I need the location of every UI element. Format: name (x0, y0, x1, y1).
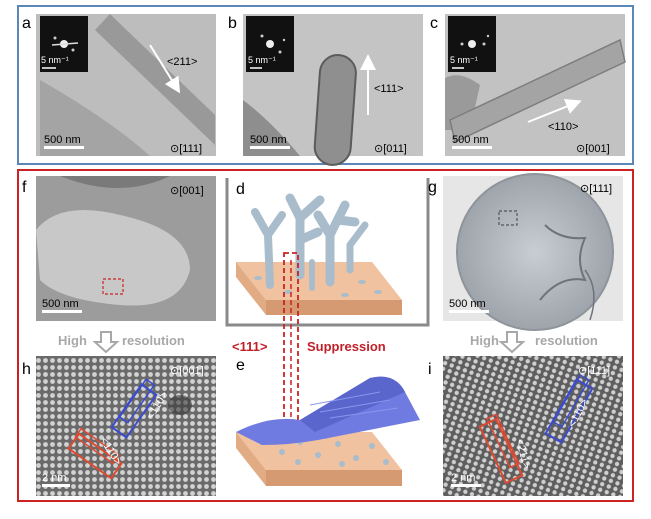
panel-g: 500 nm ⊙[111] (443, 173, 623, 331)
panel-a-direction: <211> (167, 56, 197, 68)
panel-b-direction: <111> (374, 83, 404, 95)
panel-b-scale: 500 nm (250, 134, 287, 146)
panel-h-image (36, 356, 216, 496)
panel-h-letter: h (22, 361, 31, 378)
bottom-frame (17, 169, 634, 502)
panel-g-letter: g (428, 179, 437, 196)
panel-f-letter: f (22, 179, 27, 196)
panel-i-letter: i (428, 361, 432, 378)
panel-b-letter: b (228, 15, 237, 32)
down-arrow-left-icon (92, 331, 120, 354)
panel-c-zone: ⊙[001] (576, 143, 610, 155)
suppression-label: Suppression (307, 339, 386, 354)
resolution-label-right: resolution (535, 333, 598, 348)
panel-c-inset-scale: 5 nm⁻¹ (450, 55, 478, 65)
panel-b-zone: ⊙[011] (374, 143, 407, 155)
panel-c-letter: c (430, 15, 438, 32)
panel-e-diagram (236, 376, 420, 486)
panel-f-zone: ⊙[001] (170, 185, 204, 197)
panel-a-zone: ⊙[111] (170, 143, 202, 155)
panel-i: <211> <110> 2 nm ⊙[111] (443, 356, 623, 496)
panel-b: 5 nm⁻¹ <111> 500 nm ⊙[011] (243, 14, 423, 166)
panel-c-direction: <110> (548, 121, 578, 133)
resolution-label-left: resolution (122, 333, 185, 348)
panel-g-scale: 500 nm (449, 298, 486, 310)
panel-h-zone: ⊙[001] (170, 365, 204, 377)
panel-d-frame (225, 178, 430, 327)
panel-a: 5 nm⁻¹ <211> 500 nm ⊙[111] (36, 14, 216, 156)
panel-g-zone: ⊙[111] (580, 183, 612, 195)
panel-c: 5 nm⁻¹ <110> 500 nm ⊙[001] (445, 14, 626, 156)
panel-i-image (443, 356, 623, 496)
panel-i-zone: ⊙[111] (578, 365, 610, 377)
panel-a-scale: 500 nm (44, 134, 81, 146)
panel-f: 500 nm ⊙[001] (36, 176, 216, 321)
panel-a-letter: a (22, 15, 31, 32)
panel-h: <110> <110> 2 nm ⊙[001] (36, 356, 216, 496)
panel-f-scale: 500 nm (42, 298, 79, 310)
down-arrow-right-icon (498, 331, 526, 354)
panel-b-inset-scale: 5 nm⁻¹ (248, 55, 276, 65)
panel-d-letter: d (236, 181, 245, 198)
panel-c-scale: 500 nm (452, 134, 489, 146)
panel-i-scale: 2 nm (451, 472, 475, 484)
direction-111-label: <111> (232, 339, 268, 354)
high-label-left: High (58, 333, 87, 348)
panel-e-letter: e (236, 357, 245, 374)
high-label-right: High (470, 333, 499, 348)
panel-h-scale: 2 nm (42, 472, 66, 484)
panel-a-inset-scale: 5 nm⁻¹ (41, 55, 69, 65)
